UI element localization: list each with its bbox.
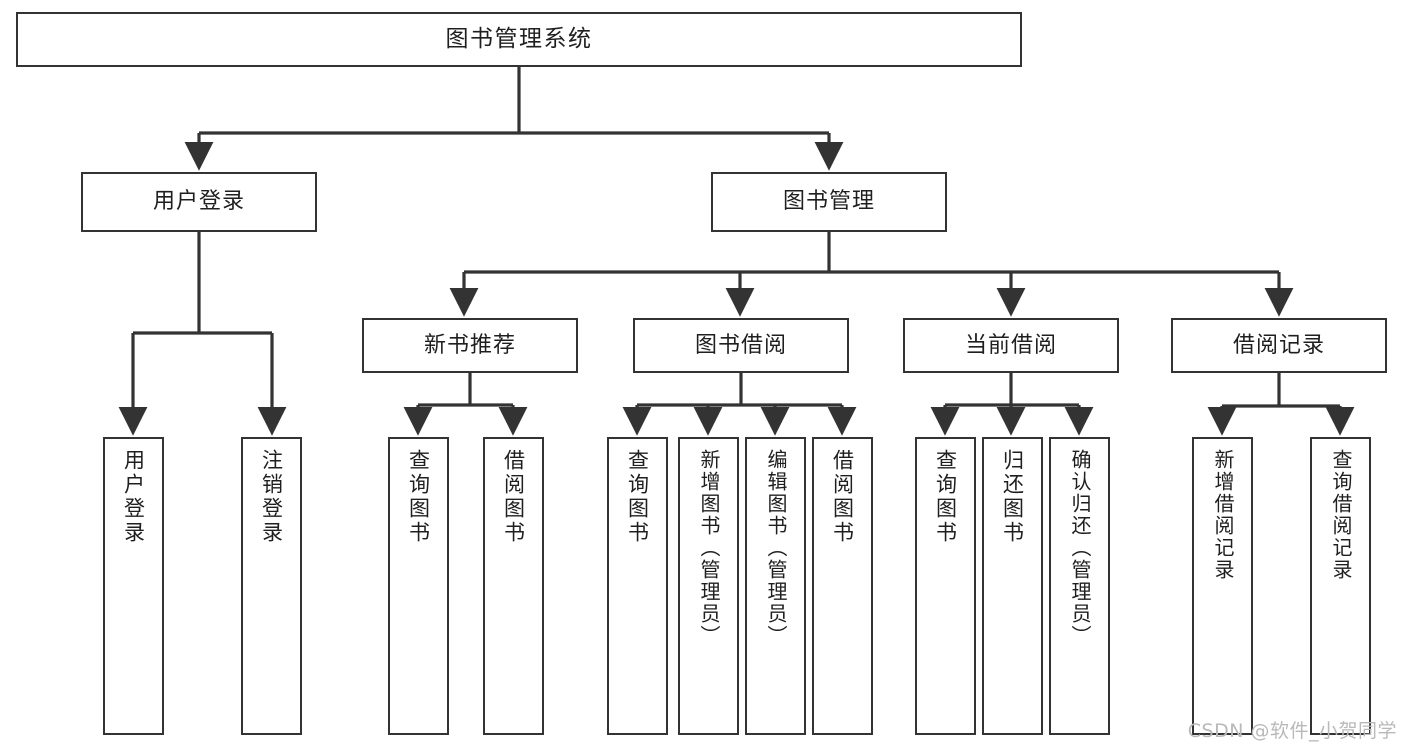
leaf-record-add-label: 新增借阅记录	[1211, 449, 1235, 581]
leaf-book-add-label: 新增图书（管理员）	[697, 449, 721, 647]
node-current-borrow[interactable]: 当前借阅	[903, 318, 1119, 373]
leaf-book-borrow-action[interactable]: 借阅图书	[812, 437, 873, 735]
node-new-book-recommend[interactable]: 新书推荐	[362, 318, 578, 373]
leaf-new-book-borrow[interactable]: 借阅图书	[483, 437, 544, 735]
node-book-management[interactable]: 图书管理	[711, 172, 947, 232]
leaf-new-book-borrow-label: 借阅图书	[501, 449, 526, 545]
leaf-book-borrow-query[interactable]: 查询图书	[607, 437, 668, 735]
leaf-record-query[interactable]: 查询借阅记录	[1310, 437, 1371, 735]
leaf-record-query-label: 查询借阅记录	[1329, 449, 1353, 581]
node-book-management-label: 图书管理	[782, 189, 875, 215]
leaf-user-login[interactable]: 用户登录	[103, 437, 164, 735]
leaf-book-borrow-action-label: 借阅图书	[830, 449, 855, 545]
leaf-user-logout-label: 注销登录	[259, 449, 284, 545]
leaf-current-confirm-return-label: 确认归还（管理员）	[1068, 449, 1092, 647]
leaf-book-edit-label: 编辑图书（管理员）	[764, 449, 788, 647]
leaf-user-logout[interactable]: 注销登录	[241, 437, 302, 735]
node-borrow-record-label: 借阅记录	[1232, 332, 1325, 358]
leaf-new-book-query-label: 查询图书	[406, 449, 431, 545]
node-user-login[interactable]: 用户登录	[81, 172, 317, 232]
leaf-current-return[interactable]: 归还图书	[982, 437, 1043, 735]
node-root-label: 图书管理系统	[445, 25, 593, 52]
leaf-record-add[interactable]: 新增借阅记录	[1192, 437, 1253, 735]
leaf-user-login-label: 用户登录	[121, 449, 146, 545]
leaf-book-add[interactable]: 新增图书（管理员）	[678, 437, 739, 735]
node-current-borrow-label: 当前借阅	[964, 332, 1057, 358]
node-book-borrow-label: 图书借阅	[694, 332, 787, 358]
leaf-book-borrow-query-label: 查询图书	[625, 449, 650, 545]
node-borrow-record[interactable]: 借阅记录	[1171, 318, 1387, 373]
leaf-current-return-label: 归还图书	[1000, 449, 1025, 545]
node-new-book-recommend-label: 新书推荐	[423, 332, 516, 358]
leaf-current-query[interactable]: 查询图书	[915, 437, 976, 735]
node-root[interactable]: 图书管理系统	[16, 12, 1022, 67]
leaf-current-query-label: 查询图书	[933, 449, 958, 545]
leaf-new-book-query[interactable]: 查询图书	[388, 437, 449, 735]
node-user-login-label: 用户登录	[152, 189, 245, 215]
leaf-book-edit[interactable]: 编辑图书（管理员）	[745, 437, 806, 735]
node-book-borrow[interactable]: 图书借阅	[633, 318, 849, 373]
leaf-current-confirm-return[interactable]: 确认归还（管理员）	[1049, 437, 1110, 735]
